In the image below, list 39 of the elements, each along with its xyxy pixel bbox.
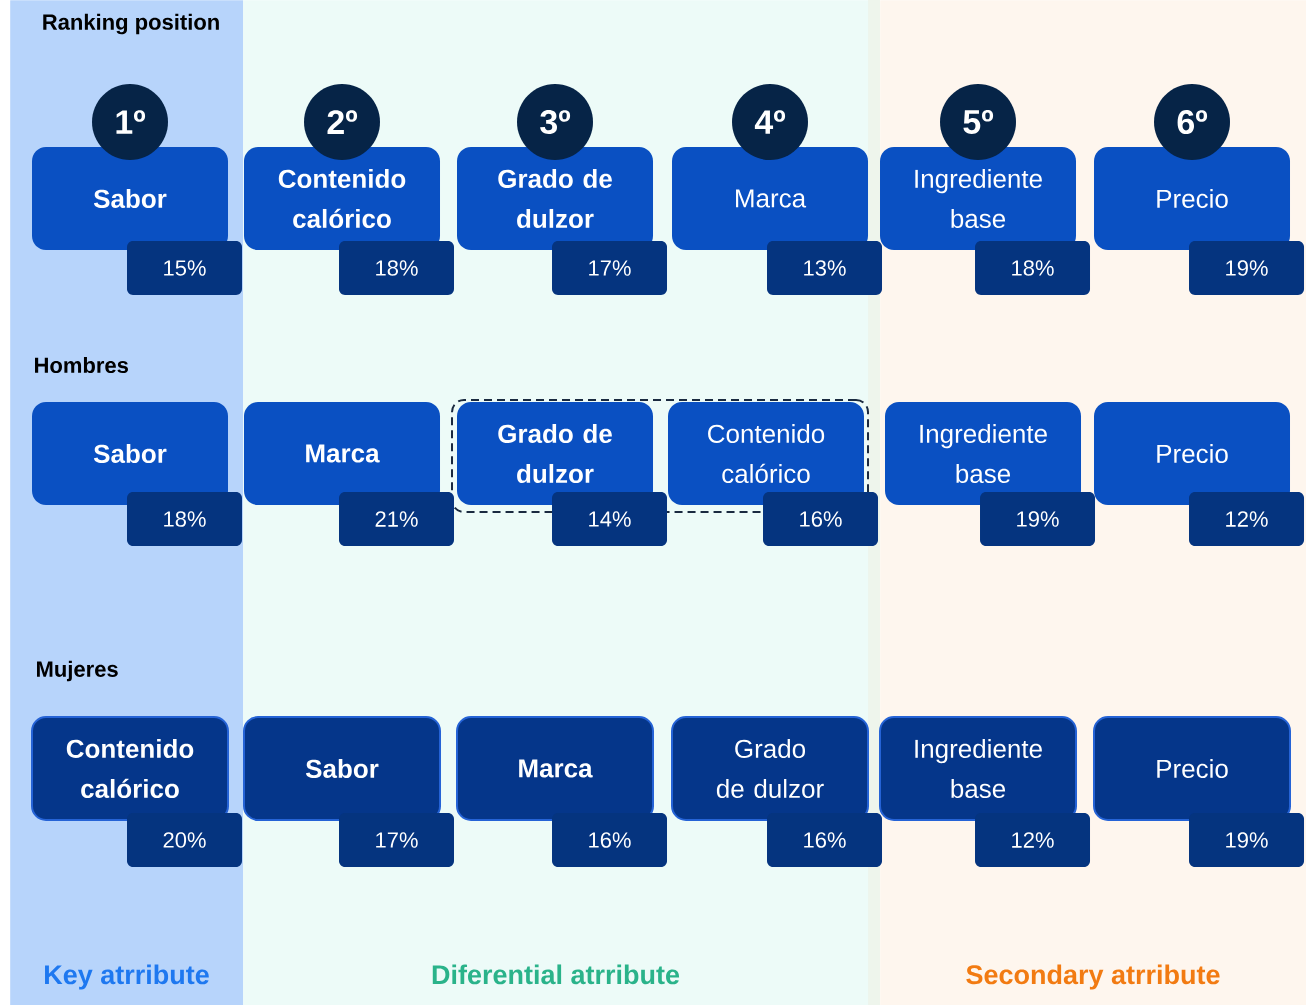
- attribute-box: Contenido calórico: [244, 147, 440, 250]
- percentage-tab: 15%: [127, 241, 242, 295]
- attribute-box: Marca: [456, 716, 654, 821]
- attribute-box: Sabor: [243, 716, 441, 821]
- percentage-tab: 12%: [1189, 492, 1304, 546]
- percentage-tab: 18%: [975, 241, 1090, 295]
- row-heading: Ranking position: [43, 13, 219, 35]
- row-heading: Mujeres: [37, 660, 118, 682]
- percentage-tab: 13%: [767, 241, 882, 295]
- percentage-tab: 17%: [552, 241, 667, 295]
- attribute-box: Marca: [244, 402, 440, 505]
- percentage-tab: 17%: [339, 813, 454, 867]
- attribute-box: Ingrediente base: [880, 147, 1076, 250]
- attribute-box: Ingrediente base: [879, 716, 1077, 821]
- attribute-box: Ingrediente base: [885, 402, 1081, 505]
- percentage-tab: 16%: [763, 492, 878, 546]
- row-heading: Hombres: [35, 356, 128, 374]
- attribute-box: Contenido calórico: [31, 716, 229, 821]
- attribute-box: Sabor: [32, 147, 228, 250]
- attribute-box: Grado de dulzor: [457, 402, 653, 505]
- attribute-box: Grado de dulzor: [671, 716, 869, 821]
- attribute-box: Precio: [1094, 402, 1290, 505]
- percentage-tab: 18%: [339, 241, 454, 295]
- attribute-box: Grado de dulzor: [457, 147, 653, 250]
- percentage-tab: 19%: [1189, 241, 1304, 295]
- attribute-box: Precio: [1093, 716, 1291, 821]
- percentage-tab: 21%: [339, 492, 454, 546]
- percentage-tab: 20%: [127, 813, 242, 867]
- percentage-tab: 16%: [552, 813, 667, 867]
- attribute-box: Sabor: [32, 402, 228, 505]
- percentage-tab: 14%: [552, 492, 667, 546]
- attribute-box: Contenido calórico: [668, 402, 864, 505]
- attribute-box: Precio: [1094, 147, 1290, 250]
- percentage-tab: 19%: [980, 492, 1095, 546]
- percentage-tab: 12%: [975, 813, 1090, 867]
- attribute-box: Marca: [672, 147, 868, 250]
- percentage-tab: 16%: [767, 813, 882, 867]
- percentage-tab: 18%: [127, 492, 242, 546]
- percentage-tab: 19%: [1189, 813, 1304, 867]
